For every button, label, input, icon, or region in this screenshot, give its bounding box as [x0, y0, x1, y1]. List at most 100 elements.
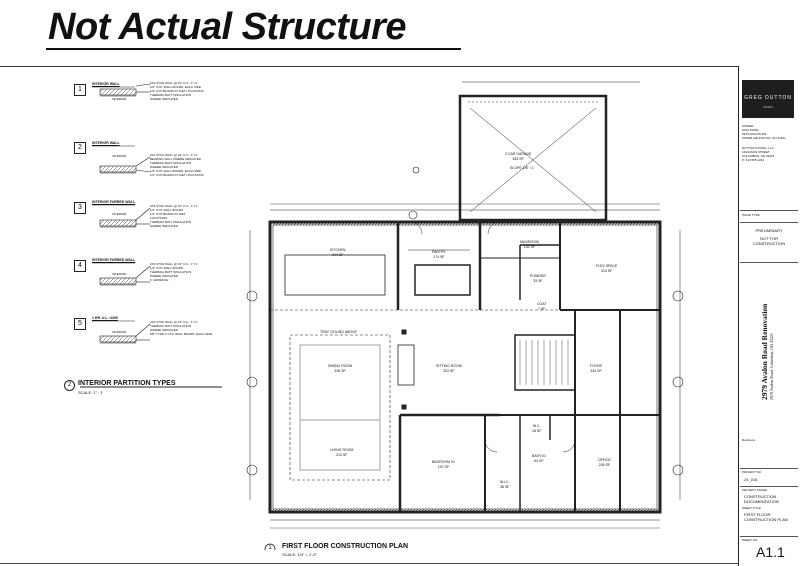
garage-slope-note: SLOPE 1/8" / 1': [510, 166, 535, 170]
banner-title: Not Actual Structure: [48, 6, 407, 48]
wall-note: THERMAL BATT INSULATION: [150, 220, 192, 224]
title-block: [738, 66, 800, 566]
wall-note: WHERE INDICATED: [150, 224, 178, 228]
legend-scale: SCALE: 1" : 1': [78, 390, 104, 395]
wall-type-interior-label: INTERIOR: [112, 97, 127, 101]
wall-note: THERMAL BATT INSULATION: [150, 161, 192, 165]
title-block-divider: [740, 536, 798, 537]
wall-type-title: INTERIOR WALL: [92, 82, 120, 86]
issue-type-label: ISSUE TYPE: [742, 213, 760, 217]
wall-note: THERMAL BATT INSULATION: [150, 270, 192, 274]
wall-note: 5/8" TYPE X GYP. WALL BOARD, EACH SIDE: [150, 332, 213, 336]
sheet-title-label: SHEET TITLE: [742, 506, 761, 510]
wall-note: LOCATIONS: [150, 216, 168, 220]
wall-note: 1/2" GYP. WALL BOARD: [150, 266, 184, 270]
wall-note: 1/2" GYP BOARD AT WET LOCATIONS: [150, 173, 204, 177]
wall-note: THERMAL BATT INSULATION: [150, 93, 192, 97]
title-block-divider: [740, 222, 798, 223]
wall-section-drawings: [80, 83, 222, 388]
wall-type-number: 3: [74, 202, 86, 214]
wall-note: 1/2" GYP. WALL BOARD: [150, 208, 184, 212]
floor-plan-drawing: [246, 81, 684, 550]
owner-info: OWNER GINA PATEL 2979 AVALON RD. UPPER A…: [742, 124, 786, 140]
wall-note: BEARING WALL WHERE INDICATED: [150, 157, 202, 161]
wall-note: THERMAL BATT INSULATION: [150, 324, 192, 328]
wall-note: 2X4 STUD WALL @ 16" O.C., 1"=1': [150, 320, 198, 324]
title-block-divider: [740, 262, 798, 263]
firm-logo-sub: STUDIO: [763, 106, 773, 109]
wall-type-notes: 2X4 STUD WALL @ 16" O.C., 1"=1' THERMAL …: [150, 320, 212, 336]
wall-type-number: 4: [74, 260, 86, 272]
wall-type-title: INTERIOR WALL: [92, 141, 120, 145]
project-no: 24_018: [744, 477, 758, 482]
wall-type-number: 2: [74, 142, 86, 154]
sheet-no-label: SHEET NO: [742, 538, 758, 542]
wall-note: WHERE INDICATED: [150, 97, 178, 101]
legend-number-circle: 2: [64, 380, 75, 391]
project-address: 2979 Avalon Road, Columbus, OH 43221: [769, 333, 774, 400]
title-block-divider: [740, 468, 798, 469]
wall-type-notes: 2X4 STUD WALL @ 16" O.C., 1"=1' 1/2" GYP…: [150, 262, 198, 282]
banner-underline: [46, 48, 461, 50]
wall-note: 2X4 STUD WALL @ 16" O.C., 1"=1': [150, 204, 198, 208]
title-block-divider: [740, 486, 798, 487]
wall-type-notes: 2X4 STUD WALL @ 16" O.C., 1"=1' BEARING …: [150, 153, 203, 177]
wall-type-interior-label: INTERIOR: [112, 212, 127, 216]
wall-type-title: 1 HR. U.L. U305: [92, 316, 118, 320]
sheet-number: A1.1: [756, 544, 785, 560]
room-label-wic: W.I.C.38 SF: [500, 480, 510, 489]
tray-ceiling-note: TRAY CEILING ABOVE: [320, 330, 357, 334]
wall-note: WHERE INDICATED: [150, 165, 178, 169]
firm-logo: GREG DUTTON: [742, 80, 794, 118]
wall-type-number: 1: [74, 84, 86, 96]
project-no-label: PROJECT NO: [742, 470, 762, 474]
title-block-divider: [740, 210, 798, 211]
legend-title: INTERIOR PARTITION TYPES: [78, 380, 176, 387]
plan-number: 1: [268, 545, 272, 551]
wall-type-interior-label: INTERIOR: [112, 272, 127, 276]
wall-note: WHERE INDICATED: [150, 274, 178, 278]
wall-type-notes: 2X4 STUD WALL @ 16" O.C., 1"=1' 1/2" GYP…: [150, 81, 203, 101]
wall-type-interior-label: INTERIOR: [112, 330, 127, 334]
wall-note: WHERE INDICATED: [150, 328, 178, 332]
wall-note: 1/2" GYP BOARD AT WET: [150, 212, 186, 216]
revisions-label: Revisions: [742, 438, 756, 442]
sheet-border-top: [0, 66, 738, 67]
sheet-title: FIRST FLOOR CONSTRUCTION PLAN: [744, 512, 788, 522]
project-name: 2979 Avalon Road Renovation: [760, 303, 769, 400]
wall-type-notes: 2X4 STUD WALL @ 16" O.C., 1"=1' 1/2" GYP…: [150, 204, 198, 228]
wall-type-title: INTERIOR FURRED WALL: [92, 200, 136, 204]
project-phase: CONSTRUCTION DOCUMENTATION: [744, 494, 779, 504]
sheet-border-bottom: [0, 563, 738, 564]
wall-type-title: INTERIOR FURRED WALL: [92, 258, 136, 262]
wall-note: 1/2" GYP BOARD AT WET LOCATIONS: [150, 89, 204, 93]
wall-note: 1/2" GYP. WALL BOARD, EACH SIDE: [150, 85, 201, 89]
wall-note: 2X4 STUD WALL @ 16" O.C., 1"=1': [150, 81, 198, 85]
wall-note: 1" AIRSPACE: [150, 278, 169, 282]
plan-title: FIRST FLOOR CONSTRUCTION PLAN: [282, 543, 408, 550]
plan-scale: SCALE: 1/4" = 1'-0": [282, 552, 317, 557]
firm-info: DUTTON STUDIO, LLC 1234 MAIN STREET COLU…: [742, 146, 775, 162]
wall-note: 1/2" GYP. WALL BOARD, EACH SIDE: [150, 169, 201, 173]
wall-type-number: 5: [74, 318, 86, 330]
project-phase-label: PROJECT PHASE: [742, 488, 767, 492]
room-label-wc: W.C.18 SF: [532, 424, 542, 433]
wall-type-interior-label: INTERIOR: [112, 154, 127, 158]
wall-note: 2X4 STUD WALL @ 16" O.C., 1"=1': [150, 153, 198, 157]
wall-note: 2X4 STUD WALL @ 16" O.C., 1"=1': [150, 262, 198, 266]
issue-status: PRELIMINARY NOT FOR CONSTRUCTION: [752, 228, 786, 246]
